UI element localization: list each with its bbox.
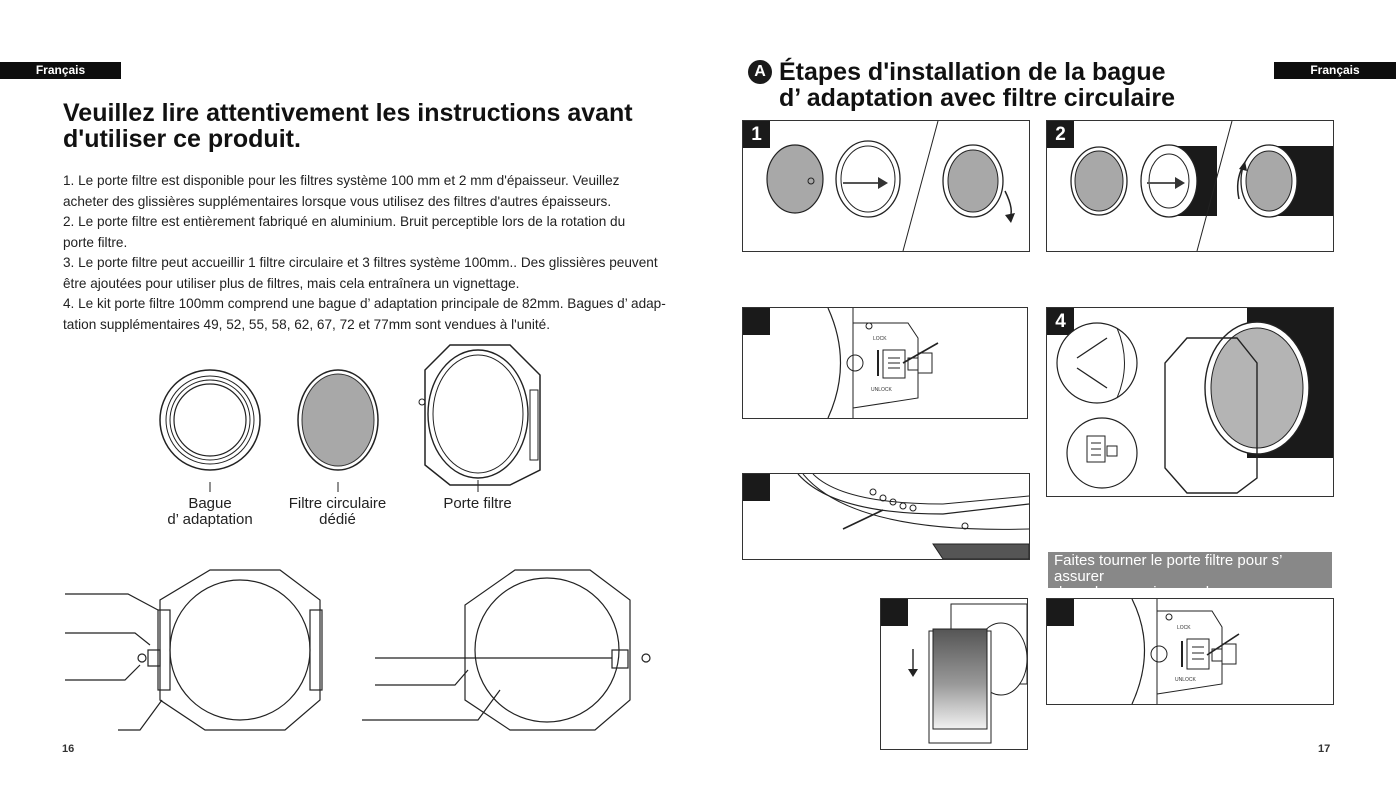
- holder-back-view: [362, 569, 651, 731]
- page-number-left: 16: [62, 743, 75, 755]
- note-line-1: Faites tourner le porte filtre pour s’ a…: [1054, 552, 1282, 585]
- step-3-illustration: LOCK UNLOCK: [827, 308, 939, 418]
- rotation-note: Faites tourner le porte filtre pour s’ a…: [1048, 552, 1332, 601]
- language-tab-left: Français: [0, 62, 121, 79]
- step-number: 1: [743, 121, 770, 148]
- title-line-1: Étapes d'installation de la bague: [779, 58, 1166, 86]
- caption-line: d’ adaptation: [167, 511, 253, 528]
- caption-line: dédié: [319, 511, 356, 528]
- para-line: 3. Le porte filtre peut accueillir 1 fil…: [63, 255, 658, 270]
- note-line-2: de sa bonne mise en place.: [1054, 584, 1238, 601]
- caption-circular-filter: Filtre circulaire dédié: [275, 496, 400, 528]
- step-1-illustration: [766, 121, 1015, 251]
- caption-line: Filtre circulaire: [288, 495, 387, 512]
- unlock-label: UNLOCK: [871, 387, 893, 393]
- step-6-illustration: [908, 603, 1027, 744]
- step-1-panel: 1: [742, 120, 1030, 252]
- instructions-paragraph: 1. Le porte filtre est disponible pour l…: [63, 171, 703, 335]
- para-line: 2. Le porte filtre est entièrement fabri…: [63, 214, 626, 229]
- holder-front-view: [65, 569, 323, 731]
- language-tab-right: Français: [1274, 62, 1396, 79]
- para-line: porte filtre.: [63, 234, 128, 250]
- caption-filter-holder: Porte filtre: [443, 495, 512, 512]
- caption-adapter-ring: Bague d’ adaptation: [150, 496, 270, 528]
- para-line: être ajoutées pour utiliser plus de filt…: [63, 275, 520, 291]
- section-badge: A: [748, 60, 772, 84]
- title-line-2: d’ adaptation avec filtre circulaire: [779, 84, 1175, 112]
- title-line-2: d'utiliser ce produit.: [63, 125, 301, 153]
- page-title-left: Veuillez lire attentivement les instruct…: [63, 100, 683, 152]
- step-number: [881, 599, 908, 626]
- step-7-panel: LOCK UNLOCK: [1046, 598, 1334, 705]
- title-line-1: Veuillez lire attentivement les instruct…: [63, 99, 633, 127]
- adapter-ring-illustration: [159, 369, 261, 492]
- caption-line: Bague: [188, 495, 232, 512]
- para-line: 4. Le kit porte filtre 100mm comprend un…: [63, 296, 666, 311]
- unlock-label: UNLOCK: [1175, 677, 1197, 683]
- step-number: [743, 474, 770, 501]
- step-number: 2: [1047, 121, 1074, 148]
- lock-label: LOCK: [1177, 625, 1191, 631]
- product-illustrations: [65, 344, 651, 731]
- step-number: [1047, 599, 1074, 626]
- step-2-illustration: [1070, 121, 1333, 251]
- step-5-illustration: [797, 474, 1029, 559]
- step-number: [743, 308, 770, 335]
- para-line: tation supplémentaires 49, 52, 55, 58, 6…: [63, 316, 550, 332]
- step-2-panel: 2: [1046, 120, 1334, 252]
- step-3-panel: LOCK UNLOCK: [742, 307, 1028, 419]
- step-number: 4: [1047, 308, 1074, 335]
- para-line: acheter des glissières supplémentaires l…: [63, 193, 612, 209]
- step-5-panel: [742, 473, 1030, 560]
- page-title-right: Étapes d'installation de la bague d’ ada…: [779, 59, 1209, 111]
- page-number-right: 17: [1318, 743, 1331, 755]
- step-7-illustration: LOCK UNLOCK: [1131, 599, 1240, 704]
- step-6-panel: [880, 598, 1028, 750]
- lock-label: LOCK: [873, 336, 887, 342]
- step-4-illustration: [1056, 308, 1333, 494]
- step-4-panel: 4: [1046, 307, 1334, 497]
- para-line: 1. Le porte filtre est disponible pour l…: [63, 173, 620, 188]
- filter-holder-illustration: [418, 344, 541, 492]
- circular-filter-illustration: [297, 369, 379, 492]
